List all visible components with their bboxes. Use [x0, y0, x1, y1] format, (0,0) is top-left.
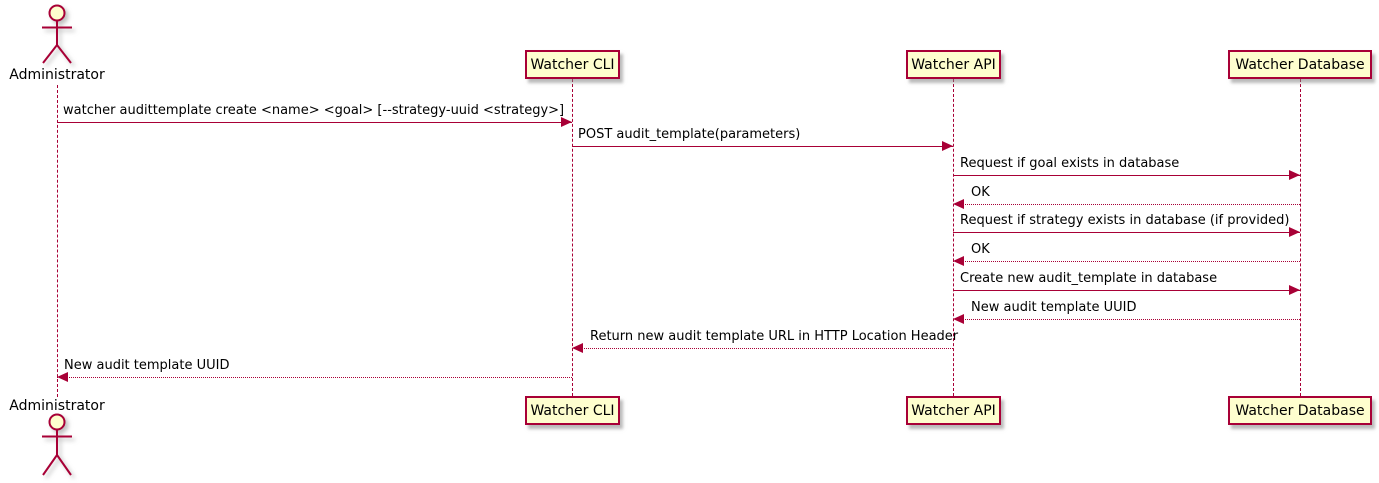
- message-arrow: [953, 290, 1300, 291]
- administrator-label-bottom: Administrator: [9, 398, 105, 414]
- message-label: POST audit_template(parameters): [578, 127, 801, 142]
- lifeline-watcher-api: [953, 79, 954, 396]
- arrowhead-left-icon: [953, 199, 964, 209]
- arrowhead-right-icon: [1289, 227, 1300, 237]
- message-label: Create new audit_template in database: [960, 271, 1218, 286]
- message-label: OK: [971, 185, 990, 200]
- arrowhead-left-icon: [953, 314, 964, 324]
- participant-box-watcher-database-bottom: Watcher Database: [1228, 396, 1372, 425]
- message-arrow: [953, 175, 1300, 176]
- arrowhead-left-icon: [953, 256, 964, 266]
- message-arrow: [953, 319, 1300, 320]
- lifeline-administrator: [57, 85, 58, 397]
- message-label: New audit template UUID: [971, 300, 1137, 315]
- lifeline-watcher-cli: [572, 79, 573, 396]
- arrowhead-right-icon: [942, 141, 953, 151]
- message-label: Request if strategy exists in database (…: [960, 213, 1290, 228]
- message-arrow: [57, 377, 572, 378]
- message-label: New audit template UUID: [64, 358, 230, 373]
- participant-box-watcher-cli-top: Watcher CLI: [525, 50, 620, 79]
- lifeline-watcher-database: [1300, 79, 1301, 396]
- administrator-actor-icon-bottom: [42, 413, 72, 476]
- message-label: Request if goal exists in database: [960, 156, 1180, 171]
- message-arrow: [953, 204, 1300, 205]
- participant-box-watcher-database-top: Watcher Database: [1228, 50, 1372, 79]
- participant-box-watcher-api-top: Watcher API: [906, 50, 1001, 79]
- administrator-actor-icon-top: [42, 4, 72, 64]
- message-label: watcher audittemplate create <name> <goa…: [63, 103, 565, 118]
- message-label: OK: [971, 242, 990, 257]
- message-arrow: [572, 348, 953, 349]
- message-arrow: [57, 122, 572, 123]
- arrowhead-left-icon: [57, 372, 68, 382]
- participant-box-watcher-api-bottom: Watcher API: [906, 396, 1001, 425]
- arrowhead-right-icon: [1289, 285, 1300, 295]
- arrowhead-left-icon: [572, 343, 583, 353]
- message-arrow: [953, 232, 1300, 233]
- message-label: Return new audit template URL in HTTP Lo…: [590, 329, 959, 344]
- arrowhead-right-icon: [1289, 170, 1300, 180]
- message-arrow: [572, 146, 953, 147]
- message-arrow: [953, 261, 1300, 262]
- arrowhead-right-icon: [561, 117, 572, 127]
- participant-box-watcher-cli-bottom: Watcher CLI: [525, 396, 620, 425]
- administrator-label-top: Administrator: [9, 67, 105, 83]
